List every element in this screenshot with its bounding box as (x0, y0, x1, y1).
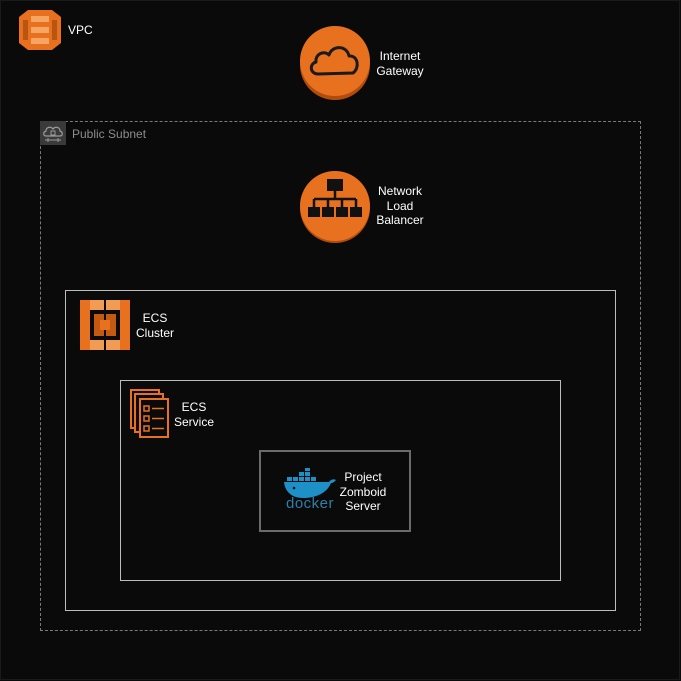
docker-logo-text: docker (285, 495, 335, 512)
internet-gateway-label-line1: Internet (379, 49, 421, 63)
docker-label: Project Zomboid Server (336, 470, 390, 514)
docker-label-line3: Server (345, 499, 381, 513)
docker-container-box (259, 450, 411, 532)
internet-gateway-label-line2: Gateway (376, 63, 424, 78)
ecs-cluster-icon (80, 300, 130, 350)
ecs-cluster-box (65, 290, 616, 611)
network-load-balancer-label: Network Load Balancer (368, 184, 432, 228)
nlb-label-line2: Load (386, 198, 414, 213)
ecs-cluster-label: ECS Cluster (131, 311, 179, 340)
subnet-icon (40, 121, 66, 145)
nlb-label-line1: Network (377, 184, 422, 198)
vpc-icon (19, 10, 61, 50)
ecs-service-label-line2: Service (173, 414, 214, 429)
internet-gateway-icon (300, 26, 370, 100)
ecs-service-icon (130, 389, 170, 439)
public-subnet-box (40, 121, 641, 631)
ecs-cluster-label-line1: ECS (142, 311, 168, 325)
ecs-cluster-label-line2: Cluster (135, 325, 174, 340)
internet-gateway-label: Internet Gateway (370, 49, 430, 78)
public-subnet-label: Public Subnet (72, 127, 147, 141)
nlb-label-line3: Balancer (376, 213, 424, 227)
network-load-balancer-icon (300, 171, 370, 243)
docker-label-line2: Zomboid (339, 484, 387, 499)
docker-label-line1: Project (344, 470, 382, 484)
ecs-service-box (120, 380, 561, 581)
docker-whale-icon (283, 468, 337, 498)
ecs-service-label: ECS Service (170, 400, 218, 429)
vpc-label: VPC (68, 23, 93, 37)
ecs-service-label-line1: ECS (181, 400, 207, 414)
